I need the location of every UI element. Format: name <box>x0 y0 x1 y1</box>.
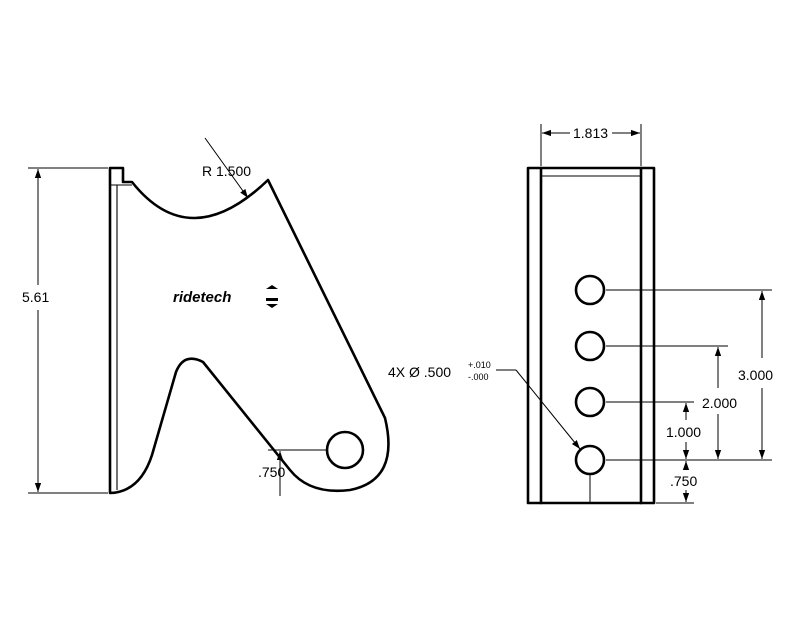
dim-3000-label: 3.000 <box>738 367 773 383</box>
ridetech-logo: ridetech <box>173 285 278 308</box>
channel-outer <box>526 166 656 505</box>
mount-hole-2 <box>574 330 606 362</box>
front-view: 1.813 3.000 2.000 1.000 .750 4X Ø .500 +… <box>388 124 773 505</box>
mount-hole-4 <box>574 444 606 476</box>
hole-callout: 4X Ø .500 +.010 -.000 <box>388 360 581 450</box>
mount-hole-1 <box>574 274 606 306</box>
svg-text:ridetech: ridetech <box>173 289 231 306</box>
hole-height-label: .750 <box>258 464 285 480</box>
mount-hole-3 <box>574 386 606 418</box>
side-view: R 1.500 5.61 .750 ridetech <box>22 137 390 496</box>
dim-750-label: .750 <box>670 473 697 489</box>
dim-2000-label: 2.000 <box>702 395 737 411</box>
radius-label: R 1.500 <box>202 163 251 179</box>
dim-1000-label: 1.000 <box>666 424 701 440</box>
logo-emblem-icon <box>266 285 278 308</box>
width-label: 1.813 <box>573 125 608 141</box>
bracket-outline <box>108 166 390 495</box>
pivot-hole <box>325 430 365 470</box>
radius-leader <box>204 137 249 199</box>
callout-leader <box>515 369 581 450</box>
hole-tol-plus: +.010 <box>468 360 491 370</box>
height-label: 5.61 <box>22 289 49 305</box>
hole-tol-minus: -.000 <box>468 372 489 382</box>
hole-callout-label: 4X Ø .500 <box>388 364 451 380</box>
